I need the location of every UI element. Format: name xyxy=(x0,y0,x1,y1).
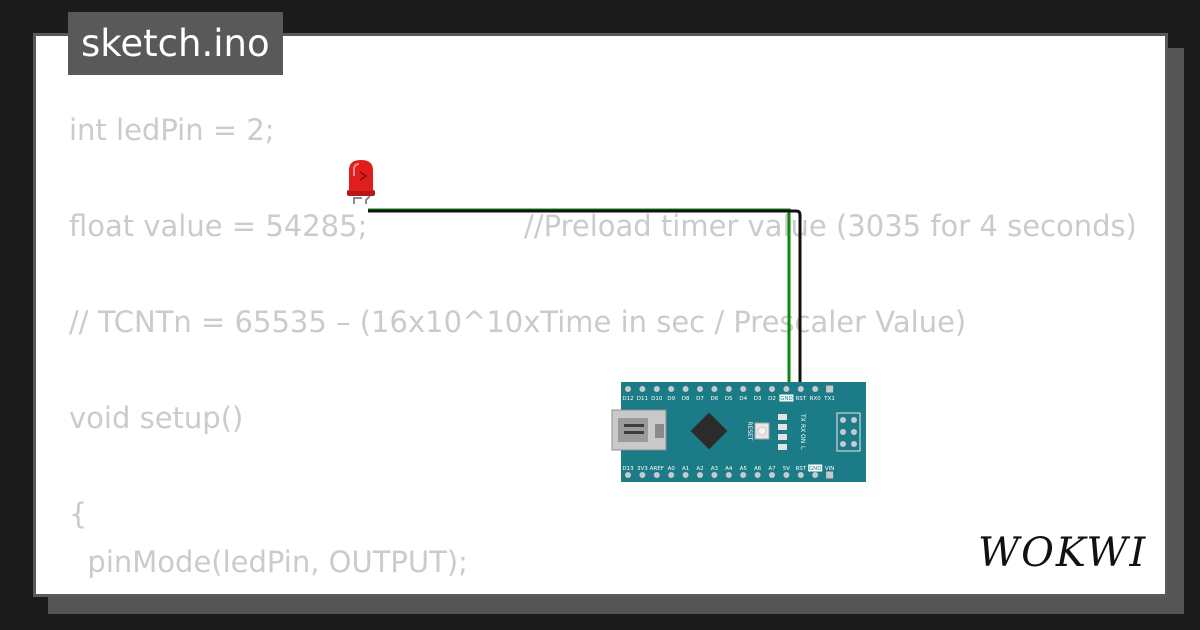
pin-label-tx1: TX1 xyxy=(823,396,835,402)
pin-tx1[interactable] xyxy=(826,385,834,393)
pin-label-a7: A7 xyxy=(768,466,776,472)
pin-aref[interactable] xyxy=(653,472,660,478)
pin-label-d7: D7 xyxy=(696,396,704,402)
code-line: float value = 54285; //Preload timer val… xyxy=(69,209,1134,243)
pin-label-rst: RST xyxy=(795,466,806,472)
usb-connector-icon xyxy=(611,409,667,451)
pin-label-vin: VIN xyxy=(825,466,835,472)
pin-label-d4: D4 xyxy=(739,396,747,402)
gnd-label-highlight xyxy=(808,464,823,472)
pin-d7[interactable] xyxy=(697,386,703,392)
pin-a5[interactable] xyxy=(740,472,747,478)
pin-label-d3: D3 xyxy=(754,396,762,402)
pin-label-5v: 5V xyxy=(783,466,790,472)
microcontroller-chip-icon xyxy=(690,412,728,450)
pin-gnd[interactable] xyxy=(812,472,819,478)
pin-a3[interactable] xyxy=(711,472,718,478)
pin-label-d5: D5 xyxy=(725,396,733,402)
pin-a4[interactable] xyxy=(725,472,732,478)
reset-label: RESET xyxy=(746,421,753,441)
pin-d12[interactable] xyxy=(625,386,631,392)
top-pin-header xyxy=(625,385,834,393)
led-label-l: L xyxy=(799,446,806,450)
red-led[interactable] xyxy=(347,160,375,204)
file-name-tab: sketch.ino xyxy=(68,12,283,75)
code-line: void setup() xyxy=(69,401,244,435)
pin-d4[interactable] xyxy=(740,386,747,392)
pin-label-aref: AREF xyxy=(650,466,664,472)
pin-gnd[interactable] xyxy=(783,386,790,392)
pin-label-a6: A6 xyxy=(754,466,762,472)
wokwi-logo-text: WOKWI xyxy=(978,530,1147,576)
pin-d5[interactable] xyxy=(725,386,732,392)
pin-label-d9: D9 xyxy=(667,396,675,402)
pin-rst[interactable] xyxy=(797,472,804,478)
pin-d13[interactable] xyxy=(625,472,631,478)
pin-label-3v3: 3V3 xyxy=(637,466,648,472)
led-label-on: ON xyxy=(799,434,806,443)
pin-d3[interactable] xyxy=(754,386,761,392)
pin-a0[interactable] xyxy=(668,472,675,478)
pin-a6[interactable] xyxy=(754,472,761,478)
pin-d8[interactable] xyxy=(682,386,689,392)
gnd-label-highlight xyxy=(779,394,794,402)
reset-button[interactable] xyxy=(754,422,770,440)
pin-a2[interactable] xyxy=(697,472,703,478)
pin-label-a2: A2 xyxy=(696,466,703,472)
code-line: { xyxy=(69,497,88,531)
pin-label-d10: D10 xyxy=(651,396,663,402)
pin-label-rx0: RX0 xyxy=(810,396,822,402)
pin-a1[interactable] xyxy=(682,472,689,478)
pin-d9[interactable] xyxy=(668,386,675,392)
led-label-rx: RX xyxy=(799,424,806,432)
pin-label-d6: D6 xyxy=(711,396,719,402)
pin-label-d12: D12 xyxy=(622,396,633,402)
pin-label-d2: D2 xyxy=(768,396,776,402)
pin-label-gnd: GND xyxy=(809,466,822,472)
pin-d11[interactable] xyxy=(639,386,646,392)
pin-label-rst: RST xyxy=(795,396,806,402)
pin-label-d11: D11 xyxy=(637,396,648,402)
pin-d2[interactable] xyxy=(769,386,775,392)
icsp-header xyxy=(836,412,861,452)
pin-3v3[interactable] xyxy=(639,472,646,478)
pin-vin[interactable] xyxy=(826,471,834,479)
pin-5v[interactable] xyxy=(783,472,790,478)
wokwi-logo: WOKWI xyxy=(978,530,1147,576)
pin-label-a0: A0 xyxy=(668,466,676,472)
pin-a7[interactable] xyxy=(769,472,775,478)
ground-wire[interactable] xyxy=(368,209,802,389)
bottom-pin-header xyxy=(625,471,834,479)
pin-label-d13: D13 xyxy=(622,466,634,472)
pin-label-a3: A3 xyxy=(711,466,719,472)
code-line: pinMode(ledPin, OUTPUT); xyxy=(69,545,468,579)
pin-label-a1: A1 xyxy=(682,466,689,472)
pin-rst[interactable] xyxy=(797,386,804,392)
pin-d10[interactable] xyxy=(653,386,660,392)
pin-label-a5: A5 xyxy=(740,466,748,472)
pin-d6[interactable] xyxy=(711,386,718,392)
code-line: int ledPin = 2; xyxy=(69,113,275,147)
pin-label-d8: D8 xyxy=(682,396,690,402)
pin-label-gnd: GND xyxy=(780,396,793,402)
signal-wire[interactable] xyxy=(368,208,791,389)
led-label-tx: TX xyxy=(799,413,806,422)
pin-label-a4: A4 xyxy=(725,466,733,472)
status-leds xyxy=(778,414,787,450)
pin-rx0[interactable] xyxy=(812,386,819,392)
